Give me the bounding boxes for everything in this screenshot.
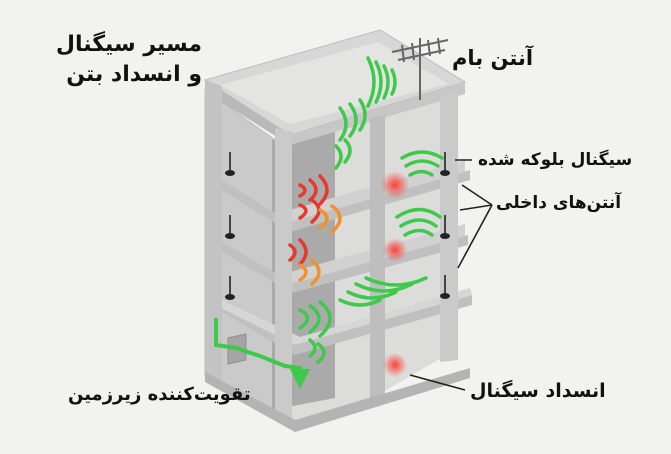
basement-booster-label: تقویت‌کننده زیرزمین: [68, 384, 251, 405]
title-line-2: و انسداد بتن: [66, 62, 202, 87]
ground-floor-slab: [205, 368, 470, 432]
signal-obstruction-label: انسداد سیگنال: [470, 380, 606, 402]
diagram-title: مسیر سیگنال و انسداد بتن: [22, 30, 202, 90]
roof-parapet: [220, 42, 448, 124]
indoor-antennas-label: آنتن‌های داخلی: [496, 193, 622, 213]
title-line-1: مسیر سیگنال: [55, 32, 202, 57]
blockage-glows: [381, 171, 409, 377]
indoor-antenna-icons: [225, 152, 450, 300]
booster-signal-path: [214, 318, 310, 389]
roof-antenna-label: آنتن بام: [452, 46, 534, 70]
roof-antenna-icon: [391, 37, 449, 100]
label-leaders: [409, 159, 493, 391]
signal-waves: [288, 56, 444, 364]
blocked-signal-label: سیگنال بلوکه شده: [478, 150, 633, 170]
